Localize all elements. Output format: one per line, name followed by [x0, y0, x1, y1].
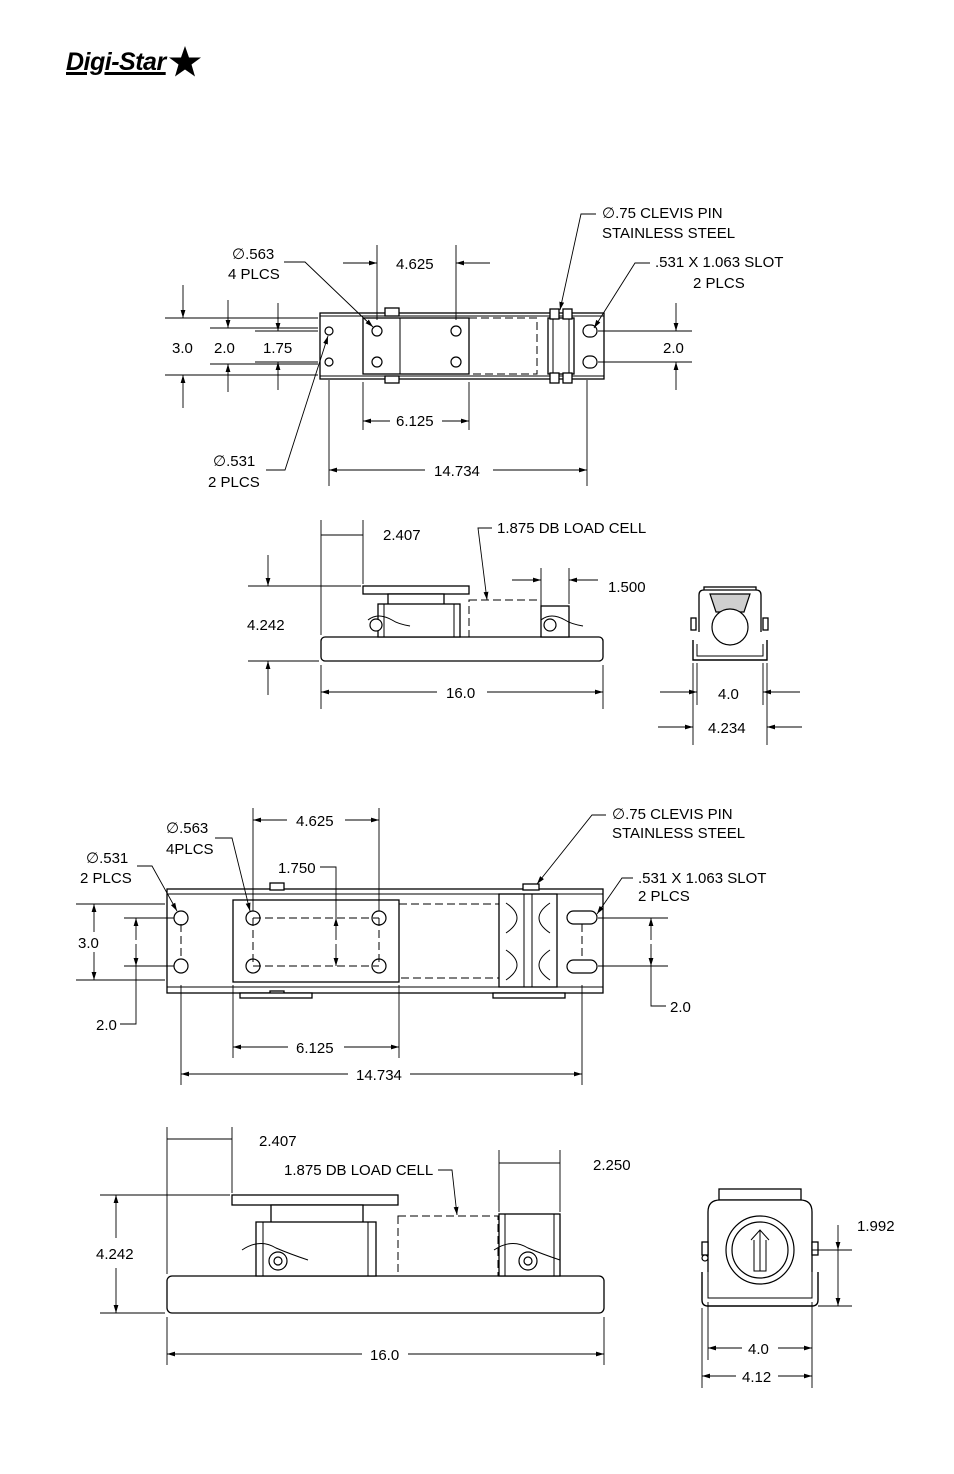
hole-dia-label: ∅.563	[232, 246, 274, 263]
dim-6125: 6.125	[396, 413, 434, 430]
load-cell-hidden	[397, 1215, 499, 1277]
clevis-pin-material: STAINLESS STEEL	[612, 825, 745, 842]
load-cell-hidden	[468, 599, 542, 638]
small-hole	[173, 958, 189, 974]
slot-qty-label: 2 PLCS	[638, 888, 690, 905]
digi-star-logo: Digi-Star	[66, 42, 202, 82]
mount-hole	[450, 356, 462, 368]
top-plan-view-1: 4.625 ∅.563 4 PLCS ∅.75 CLEVIS PIN STAIN…	[165, 205, 783, 491]
base-plate-side	[320, 636, 604, 662]
dim-len-16: 16.0	[370, 1347, 399, 1364]
mount-block	[232, 899, 400, 983]
dim-412: 4.12	[742, 1369, 771, 1386]
dim-right-2: 2.0	[663, 340, 684, 357]
mount-hole	[371, 356, 383, 368]
dim-175: 1.75	[263, 340, 292, 357]
small-hole	[173, 910, 189, 926]
dim-1500: 1.500	[608, 579, 646, 596]
small-hole-qty: 2 PLCS	[208, 474, 260, 491]
slot-qty-label: 2 PLCS	[693, 275, 745, 292]
dim-height-4242: 4.242	[96, 1246, 134, 1263]
hole-dia-label: ∅.563	[166, 820, 208, 837]
dim-14734: 14.734	[434, 463, 480, 480]
end-view-6: 1.992 4.0 4.12	[701, 1188, 895, 1388]
side-view-2: 2.407 1.875 DB LOAD CELL 1.500 4.242 16.…	[247, 520, 646, 709]
dim-4: 4.0	[748, 1341, 769, 1358]
load-cell-end	[711, 608, 749, 646]
dim-4234: 4.234	[708, 720, 746, 737]
dim-2407: 2.407	[383, 527, 421, 544]
dim-2: 2.0	[214, 340, 235, 357]
dim-2407: 2.407	[259, 1133, 297, 1150]
clevis-pin-label: ∅.75 CLEVIS PIN	[602, 205, 723, 222]
dim-4625: 4.625	[396, 256, 434, 273]
load-cell-label: 1.875 DB LOAD CELL	[284, 1162, 433, 1179]
mount-hole	[450, 325, 462, 337]
small-hole	[324, 357, 334, 367]
load-cell-label: 1.875 DB LOAD CELL	[497, 520, 646, 537]
top-plate	[362, 585, 470, 595]
dim-4625: 4.625	[296, 813, 334, 830]
dim-len-16: 16.0	[446, 685, 475, 702]
dim-1750: 1.750	[278, 860, 316, 877]
slot	[566, 910, 598, 925]
dim-4: 4.0	[718, 686, 739, 703]
side-view-5: 2.407 1.875 DB LOAD CELL 2.250 4.242 16.…	[96, 1127, 631, 1365]
end-view-3: 4.0 4.234	[658, 586, 802, 745]
slot	[582, 324, 598, 338]
slot	[566, 959, 598, 974]
dim-1992: 1.992	[857, 1218, 895, 1235]
small-hole-label: ∅.531	[86, 850, 128, 867]
top-plate	[231, 1194, 399, 1206]
dim-height-4242: 4.242	[247, 617, 285, 634]
hole-qty-label: 4PLCS	[166, 841, 214, 858]
small-hole-label: ∅.531	[213, 453, 255, 470]
small-hole	[324, 326, 334, 336]
star-icon	[168, 46, 201, 77]
slot-label: .531 X 1.063 SLOT	[638, 870, 766, 887]
dim-2250: 2.250	[593, 1157, 631, 1174]
clevis-pin-label: ∅.75 CLEVIS PIN	[612, 806, 733, 823]
load-cell-hidden	[468, 317, 538, 375]
mount-hole	[371, 325, 383, 337]
slot-label: .531 X 1.063 SLOT	[655, 254, 783, 271]
dim-14734: 14.734	[356, 1067, 402, 1084]
dim-2-left: 2.0	[96, 1017, 117, 1034]
brand-name: Digi-Star	[66, 47, 166, 76]
dim-3: 3.0	[172, 340, 193, 357]
clevis-pin-material: STAINLESS STEEL	[602, 225, 735, 242]
hole-qty-label: 4 PLCS	[228, 266, 280, 283]
base-plate-side	[166, 1275, 605, 1314]
slot	[582, 355, 598, 369]
small-hole-qty: 2 PLCS	[80, 870, 132, 887]
dim-2-right: 2.0	[670, 999, 691, 1016]
dim-3: 3.0	[78, 935, 99, 952]
dim-6125: 6.125	[296, 1040, 334, 1057]
top-plan-view-4: 4.625 ∅.563 4PLCS ∅.531 2 PLCS 1.750 ∅.7…	[76, 806, 766, 1085]
clevis	[547, 317, 575, 375]
clevis	[498, 893, 558, 988]
